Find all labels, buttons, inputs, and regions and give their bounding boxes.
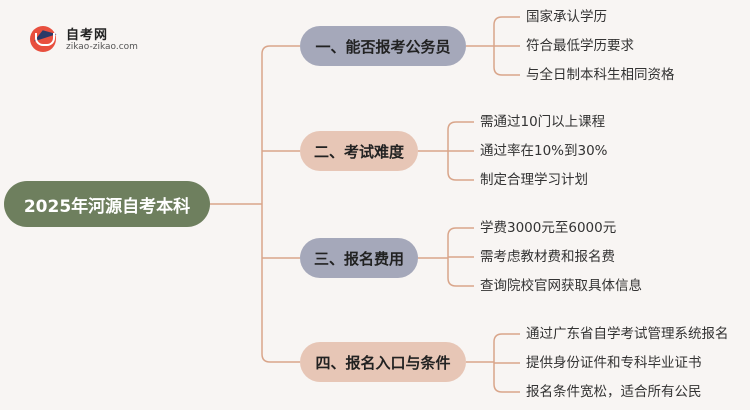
root-node: 2025年河源自考本科: [4, 181, 210, 227]
connector-branch: [261, 45, 300, 55]
connector-leaf: [447, 121, 474, 131]
leaf-item: 通过率在10%到30%: [480, 143, 608, 159]
leaf-item: 与全日制本科生相同资格: [526, 67, 675, 83]
leaf-item: 需通过10门以上课程: [480, 114, 606, 130]
branch-node-entry: 四、报名入口与条件: [300, 342, 466, 382]
logo-name: 自考网: [66, 28, 109, 43]
connector-leaf: [493, 16, 520, 26]
connector-leaf: [493, 383, 520, 393]
logo-url: zikao-zikao.com: [66, 42, 138, 52]
connector-branch: [261, 353, 300, 363]
site-logo: 自考网 zikao-zikao.com: [22, 20, 142, 56]
connector-leaf: [447, 227, 474, 237]
leaf-item: 报名条件宽松，适合所有公民: [526, 384, 702, 400]
connector-leaf: [493, 333, 520, 343]
branch-node-fees: 三、报名费用: [300, 238, 418, 278]
connector-leaf: [493, 66, 520, 76]
branch-node-civil-service: 一、能否报考公务员: [300, 26, 466, 66]
leaf-item: 国家承认学历: [526, 9, 607, 25]
connector-leaf: [447, 277, 474, 287]
leaf-item: 制定合理学习计划: [480, 172, 588, 188]
leaf-item: 提供身份证件和专科毕业证书: [526, 355, 702, 371]
leaf-item: 通过广东省自学考试管理系统报名: [526, 326, 729, 342]
branch-node-difficulty: 二、考试难度: [300, 131, 418, 171]
leaf-item: 符合最低学历要求: [526, 38, 634, 54]
leaf-item: 学费3000元至6000元: [480, 220, 617, 236]
graduation-cap-icon: [30, 26, 57, 52]
leaf-item: 需考虑教材费和报名费: [480, 249, 615, 265]
leaf-item: 查询院校官网获取具体信息: [480, 278, 642, 294]
connector-leaf: [447, 171, 474, 181]
